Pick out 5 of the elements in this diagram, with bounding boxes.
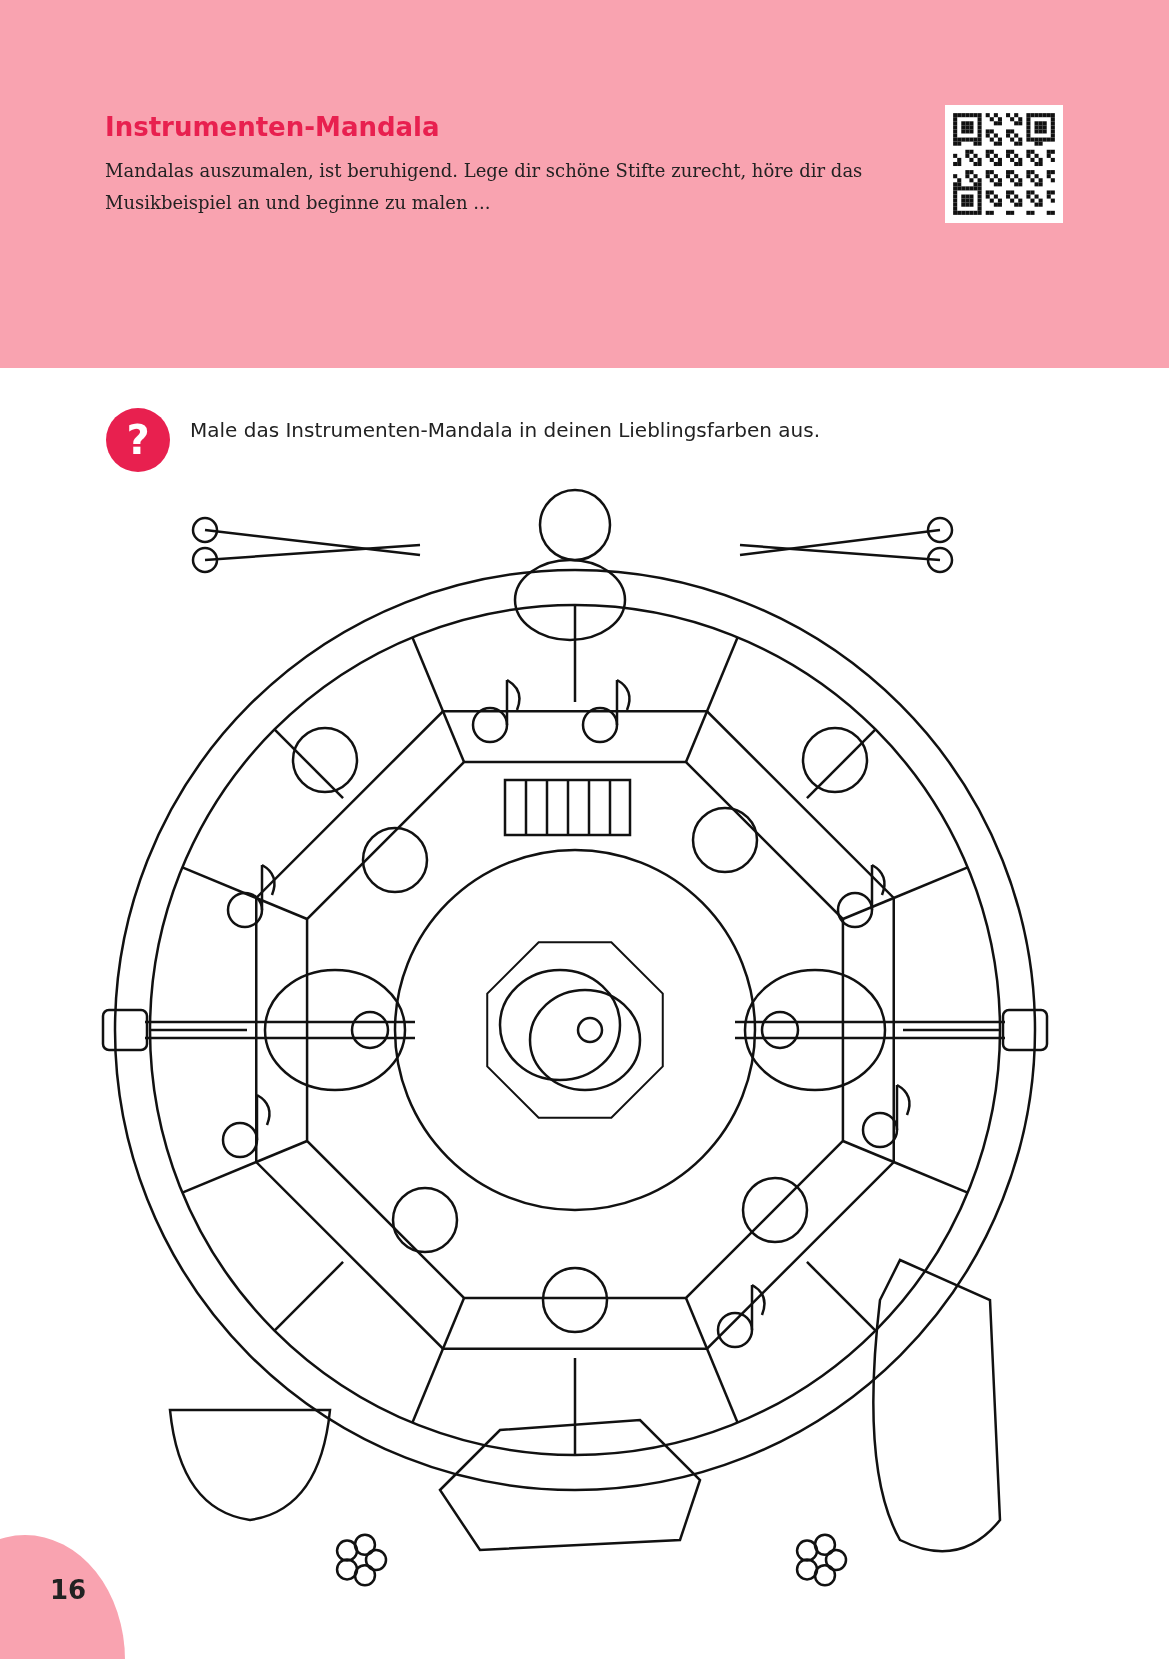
instruction-text: Male das Instrumenten-Mandala in deinen Lieblingsfarben aus.	[190, 418, 821, 442]
help-badge: ?	[106, 408, 170, 472]
page-number-tab: 16	[0, 1535, 125, 1659]
page-title: Instrumenten-Mandala	[105, 112, 440, 142]
intro-paragraph: Mandalas auszumalen, ist beruhigend. Lege dir schöne Stifte zurecht, höre dir das Musikbeispiel an und beginne zu malen ...	[105, 159, 864, 215]
